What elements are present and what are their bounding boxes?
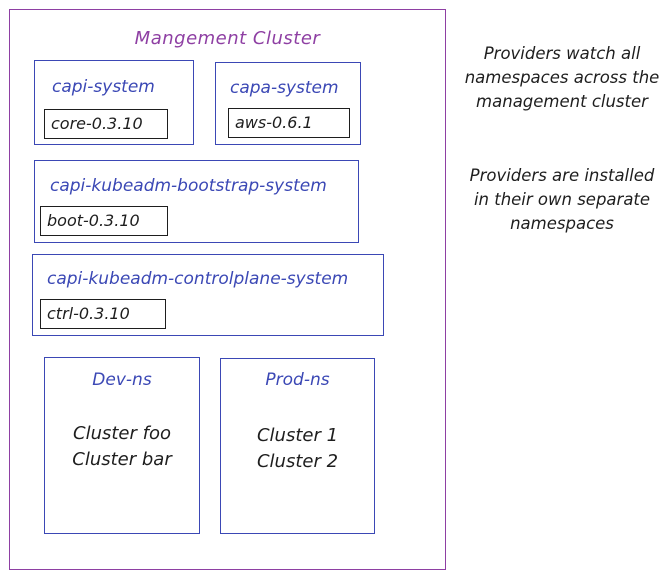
component-ctrl: ctrl-0.3.10 — [40, 299, 166, 329]
management-cluster-box — [9, 9, 446, 570]
namespace-label-dev: Dev-ns — [92, 370, 152, 390]
namespace-label-bootstrap: capi-kubeadm-bootstrap-system — [50, 176, 327, 196]
namespace-label-capi-system: capi-system — [52, 77, 155, 97]
component-core: core-0.3.10 — [44, 109, 168, 139]
namespace-label-controlplane: capi-kubeadm-controlplane-system — [47, 269, 349, 289]
namespace-prod — [220, 358, 375, 534]
cluster-item: Cluster foo — [73, 423, 171, 444]
namespace-capi-kubeadm-controlplane-system — [32, 254, 384, 336]
cluster-list-prod: Cluster 1 Cluster 2 — [220, 423, 375, 475]
namespace-label-prod: Prod-ns — [265, 370, 330, 390]
cluster-item: Cluster bar — [72, 449, 172, 470]
namespace-dev — [44, 357, 200, 534]
namespace-capa-system — [215, 62, 361, 145]
note-separate-namespaces: Providers are installed in their own sep… — [469, 166, 655, 233]
namespace-capi-system — [34, 60, 194, 145]
namespace-label-capa-system: capa-system — [230, 78, 339, 98]
component-aws: aws-0.6.1 — [228, 108, 350, 138]
cluster-item: Cluster 1 — [256, 425, 339, 446]
cluster-item: Cluster 2 — [256, 451, 339, 472]
component-boot: boot-0.3.10 — [40, 206, 168, 236]
note-watch-namespaces: Providers watch all namespaces across th… — [464, 44, 660, 111]
cluster-list-dev: Cluster foo Cluster bar — [44, 421, 200, 473]
namespace-capi-kubeadm-bootstrap-system — [34, 160, 359, 243]
management-cluster-title: Mangement Cluster — [134, 28, 321, 49]
